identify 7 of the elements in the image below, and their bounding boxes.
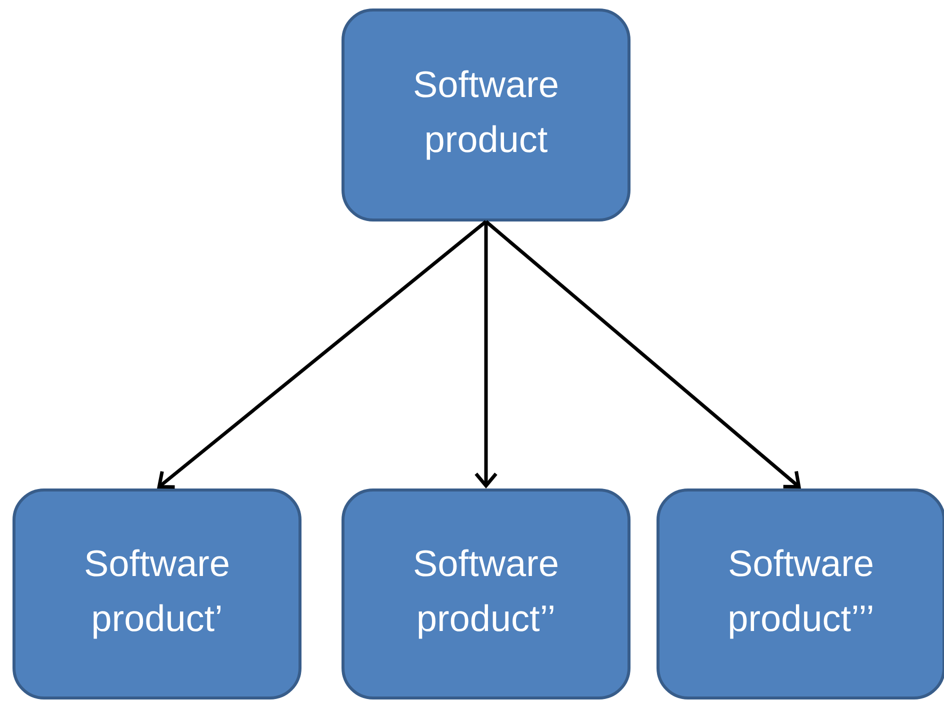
process-box: Software product’’ — [342, 488, 630, 700]
arrow — [484, 220, 802, 488]
process-box: Software product’ — [12, 488, 302, 700]
arrow — [474, 222, 498, 488]
process-box: Software product — [342, 8, 630, 222]
process-box: Software product’’’ — [656, 488, 944, 700]
arrow — [157, 220, 488, 489]
